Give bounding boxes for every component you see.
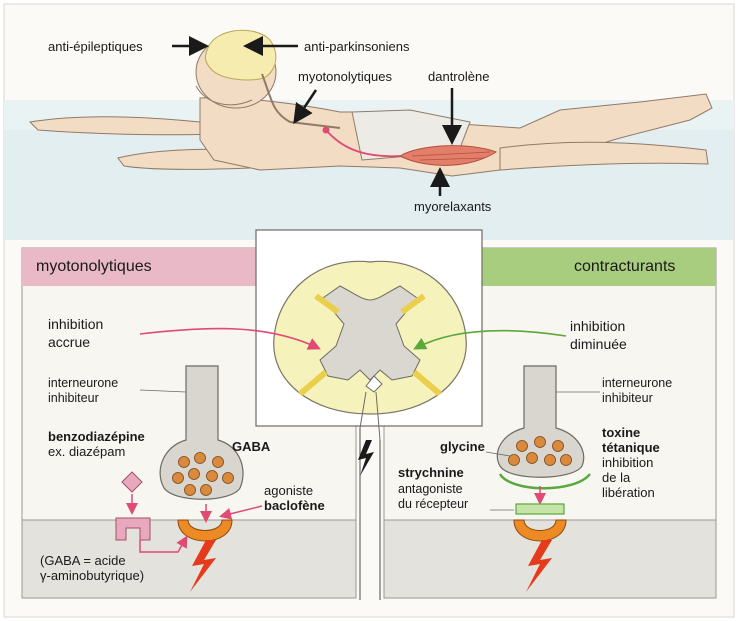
label-strychnine: strychnine (398, 466, 464, 481)
label-diminuee: diminuée (570, 336, 627, 352)
label-liberation: libération (602, 486, 655, 501)
label-inhibition-left: inhibition (48, 316, 103, 332)
right-panel-header: contracturants (574, 258, 675, 276)
label-toxine: toxine (602, 426, 640, 441)
label-gaba-def-1: (GABA = acide (40, 554, 126, 569)
label-inhibition-right: inhibition (570, 318, 625, 334)
label-interneurone-right: interneurone (602, 376, 672, 390)
label-accrue: accrue (48, 334, 90, 350)
label-gaba: GABA (232, 440, 270, 455)
label-inhibiteur-left: inhibiteur (48, 391, 99, 405)
label-tetanique: tétanique (602, 441, 660, 456)
label-myotonolytiques-top: myotonolytiques (298, 70, 392, 85)
label-glycine: glycine (440, 440, 485, 455)
label-anti-parkinsoniens: anti-parkinsoniens (304, 40, 410, 55)
label-myorelaxants: myorelaxants (414, 200, 491, 215)
label-antagoniste: antagoniste (398, 482, 463, 496)
label-baclofene: baclofène (264, 499, 325, 514)
label-gaba-def-2: γ-aminobutyrique) (40, 569, 144, 584)
left-panel-header: myotonolytiques (36, 258, 152, 276)
label-anti-epileptiques: anti-épileptiques (48, 40, 143, 55)
label-agoniste: agoniste (264, 484, 313, 499)
label-diazepam: ex. diazépam (48, 445, 125, 460)
label-inhibiteur-right: inhibiteur (602, 391, 653, 405)
label-du-recepteur: du récepteur (398, 497, 468, 511)
label-inhibition-liberation: inhibition (602, 456, 653, 471)
label-dantrolene: dantrolène (428, 70, 489, 85)
label-interneurone-left: interneurone (48, 376, 118, 390)
label-de-la: de la (602, 471, 630, 486)
label-benzodiazepine: benzodiazépine (48, 430, 145, 445)
